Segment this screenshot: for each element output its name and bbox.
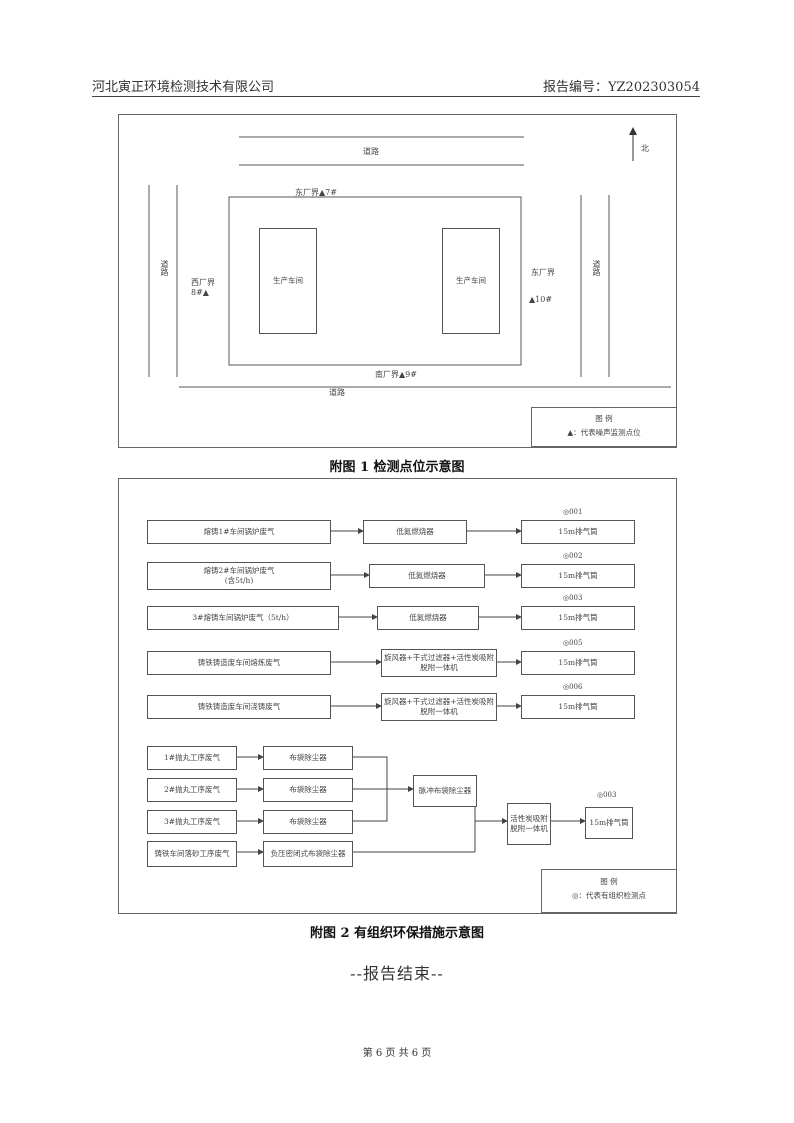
monitoring-site-map: 道路 道路 道路 道路 北 生产车间 生产车间 东厂界▲7# 西厂界8#▲ 东厂…: [118, 114, 677, 448]
fig1-legend-text: ▲：代表噪声监测点位: [567, 428, 641, 437]
treat-box-1: 低氮燃烧器: [363, 520, 467, 544]
road-bottom-label: 道路: [329, 388, 345, 397]
left-workshop-label: 生产车间: [273, 276, 303, 285]
source-box-1: 熔铸1#车间锅炉废气: [147, 520, 331, 544]
fig1-legend: 图 例 ▲：代表噪声监测点位: [531, 407, 677, 447]
lower-source-label-3: 3#抛丸工序废气: [163, 817, 221, 826]
lower-source-3: 3#抛丸工序废气: [147, 810, 237, 834]
outlet-1: ◎001: [563, 508, 583, 516]
source-label-2: 熔铸2#车间锅炉废气 (含5t/h): [203, 566, 275, 585]
treat-box-4: 旋风器+干式过滤器+活性炭吸附脱附一体机: [381, 649, 497, 677]
stack-box-2: 15m排气筒: [521, 564, 635, 588]
lower-treat-4: 负压密闭式布袋除尘器: [263, 841, 353, 867]
lower-source-label-2: 2#抛丸工序废气: [163, 785, 221, 794]
fig1-legend-title: 图 例: [595, 414, 613, 423]
treat-box-3: 低氮燃烧器: [377, 606, 479, 630]
treat-label-4: 旋风器+干式过滤器+活性炭吸附脱附一体机: [383, 653, 495, 672]
road-left-label: 道路: [160, 260, 169, 276]
fig2-legend: 图 例 ◎：代表有组织检测点: [541, 869, 677, 913]
treat-label-5: 旋风器+干式过滤器+活性炭吸附脱附一体机: [383, 697, 495, 716]
stack-label-4: 15m排气筒: [558, 658, 598, 667]
merge-box: 脉冲布袋除尘器: [413, 775, 477, 807]
treat-label-3: 低氮燃烧器: [409, 613, 447, 622]
outlet-5: ◎005: [563, 639, 583, 647]
lower-source-label-4: 铸铁车间落砂工序废气: [154, 849, 230, 858]
north-label: 北: [641, 144, 649, 153]
end-of-report: --报告结束--: [350, 964, 444, 983]
lower-source-4: 铸铁车间落砂工序废气: [147, 841, 237, 867]
fig2-legend-text: ◎：代表有组织检测点: [571, 891, 647, 900]
stack-label-1: 15m排气筒: [558, 527, 598, 536]
treat-label-1: 低氮燃烧器: [396, 527, 434, 536]
source-box-3: 3#熔铸车间锅炉废气（5t/h）: [147, 606, 339, 630]
fig2-caption: 附图 2 有组织环保措施示意图: [309, 926, 485, 941]
source-box-4: 铸铁铸造废车间熔炼废气: [147, 651, 331, 675]
outlet-3: ◎003: [563, 594, 583, 602]
emission-control-diagram: 熔铸1#车间锅炉废气 熔铸2#车间锅炉废气 (含5t/h) 3#熔铸车间锅炉废气…: [118, 478, 677, 914]
stack-box-5: 15m排气筒: [521, 695, 635, 719]
final-outlet: ◎003: [597, 791, 617, 799]
source-box-5: 铸铁铸造废车间浇铸废气: [147, 695, 331, 719]
lower-source-2: 2#抛丸工序废气: [147, 778, 237, 802]
point-top: 东厂界▲7#: [295, 188, 337, 197]
stack-label-3: 15m排气筒: [558, 613, 598, 622]
fig1-caption: 附图 1 检测点位示意图: [329, 460, 465, 475]
final-stack-label: 15m排气筒: [589, 818, 629, 827]
lower-treat-label-1: 布袋除尘器: [289, 753, 327, 762]
stack-box-4: 15m排气筒: [521, 651, 635, 675]
point-right: ▲10#: [529, 295, 553, 304]
final-treat-label: 活性炭吸附脱附一体机: [510, 814, 548, 833]
stack-box-1: 15m排气筒: [521, 520, 635, 544]
site-map-lines: [148, 127, 671, 388]
stack-label-5: 15m排气筒: [558, 702, 598, 711]
right-workshop-label: 生产车间: [456, 276, 486, 285]
header-report-no: 报告编号：YZ202303054: [542, 80, 700, 95]
header-company: 河北寅正环境检测技术有限公司: [92, 80, 275, 95]
left-workshop: 生产车间: [259, 228, 317, 334]
outlet-2: ◎002: [563, 552, 583, 560]
treat-box-2: 低氮燃烧器: [369, 564, 485, 588]
header-rule: [92, 96, 700, 97]
lower-source-label-1: 1#抛丸工序废气: [163, 753, 221, 762]
source-label-4: 铸铁铸造废车间熔炼废气: [197, 658, 281, 667]
stack-label-2: 15m排气筒: [558, 571, 598, 580]
lower-treat-2: 布袋除尘器: [263, 778, 353, 802]
road-top-label: 道路: [363, 147, 379, 156]
lower-treat-1: 布袋除尘器: [263, 746, 353, 770]
final-stack-box: 15m排气筒: [585, 807, 633, 839]
lower-treat-label-3: 布袋除尘器: [289, 817, 327, 826]
lower-treat-label-4: 负压密闭式布袋除尘器: [270, 849, 346, 858]
point-bottom: 南厂界▲9#: [375, 370, 417, 379]
source-label-5: 铸铁铸造废车间浇铸废气: [197, 702, 281, 711]
final-treat-box: 活性炭吸附脱附一体机: [507, 803, 551, 845]
source-label-3: 3#熔铸车间锅炉废气（5t/h）: [192, 613, 294, 622]
road-right-label: 道路: [592, 260, 601, 276]
right-workshop: 生产车间: [442, 228, 500, 334]
lower-source-1: 1#抛丸工序废气: [147, 746, 237, 770]
page-footer: 第 6 页 共 6 页: [362, 1048, 432, 1059]
lower-treat-3: 布袋除尘器: [263, 810, 353, 834]
outlet-6: ◎006: [563, 683, 583, 691]
flow-connectors: [235, 528, 586, 855]
source-box-2: 熔铸2#车间锅炉废气 (含5t/h): [147, 562, 331, 590]
stack-box-3: 15m排气筒: [521, 606, 635, 630]
fig2-legend-title: 图 例: [600, 877, 618, 886]
lower-treat-label-2: 布袋除尘器: [289, 785, 327, 794]
merge-label: 脉冲布袋除尘器: [418, 786, 472, 795]
point-right-name: 东厂界: [531, 268, 555, 277]
point-left: 西厂界8#▲: [191, 278, 215, 297]
treat-label-2: 低氮燃烧器: [408, 571, 446, 580]
treat-box-5: 旋风器+干式过滤器+活性炭吸附脱附一体机: [381, 693, 497, 721]
source-label-1: 熔铸1#车间锅炉废气: [203, 527, 275, 536]
